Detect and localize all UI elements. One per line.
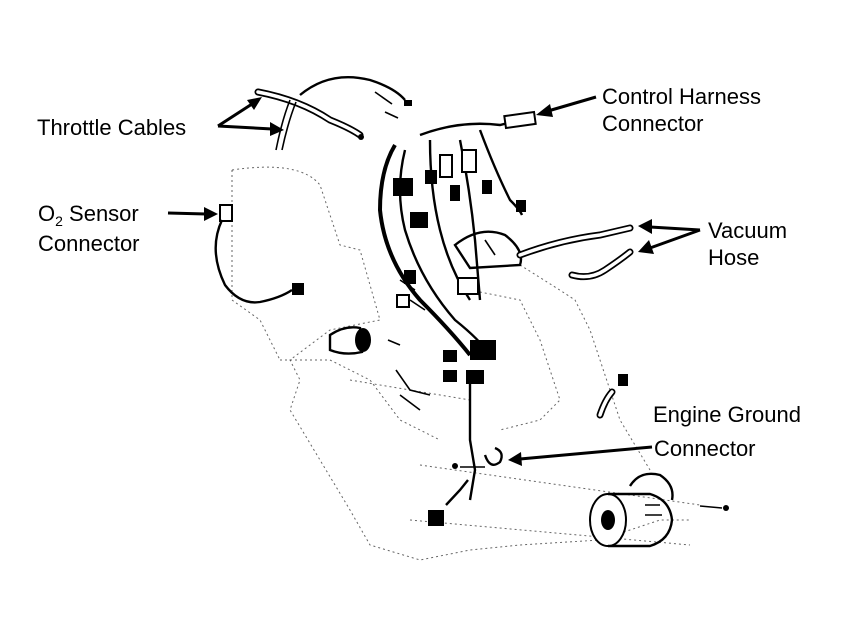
vacuum-hose-label: Vacuum Hose [708, 217, 787, 271]
vacuum-hose-drawing [516, 224, 634, 281]
o2-subscript: 2 [55, 213, 63, 229]
control-harness-label-line1: Control Harness [602, 84, 761, 109]
o2-sensor-wire-drawing [214, 204, 304, 304]
throttle-cables-label-line1: Throttle Cables [37, 115, 187, 140]
engine-ground-label-line1: Engine Ground [653, 402, 801, 427]
callout-arrows [167, 95, 701, 466]
o2-sensor-label-line1: O2 Sensor [38, 200, 140, 230]
throttle-cables-label: Throttle Cables [37, 114, 186, 141]
vacuum-hose-label-line2: Hose [708, 245, 760, 270]
throttle-cables-drawing [254, 76, 412, 151]
o2-prefix: O [38, 201, 56, 226]
engine-ground-connector-label: Engine Ground Connector [653, 401, 801, 462]
o2-suffix: Sensor [62, 201, 139, 226]
starter-motor-drawing [589, 472, 729, 548]
vacuum-hose-label-line1: Vacuum [708, 218, 788, 243]
small-hose-drawing [596, 374, 628, 419]
o2-sensor-connector-label: O2 Sensor Connector [38, 200, 140, 257]
control-harness-connector-label: Control Harness Connector [602, 83, 761, 137]
wiring-harness-drawing [377, 110, 537, 501]
bottom-bracket-drawing [428, 479, 469, 526]
control-harness-label-line2: Connector [602, 111, 704, 136]
engine-details-drawing [328, 326, 431, 411]
engine-ground-label-line2: Connector [654, 436, 756, 461]
engine-ground-drawing [452, 446, 503, 469]
o2-sensor-label-line2: Connector [38, 231, 140, 256]
throttle-body-drawing [453, 230, 523, 295]
